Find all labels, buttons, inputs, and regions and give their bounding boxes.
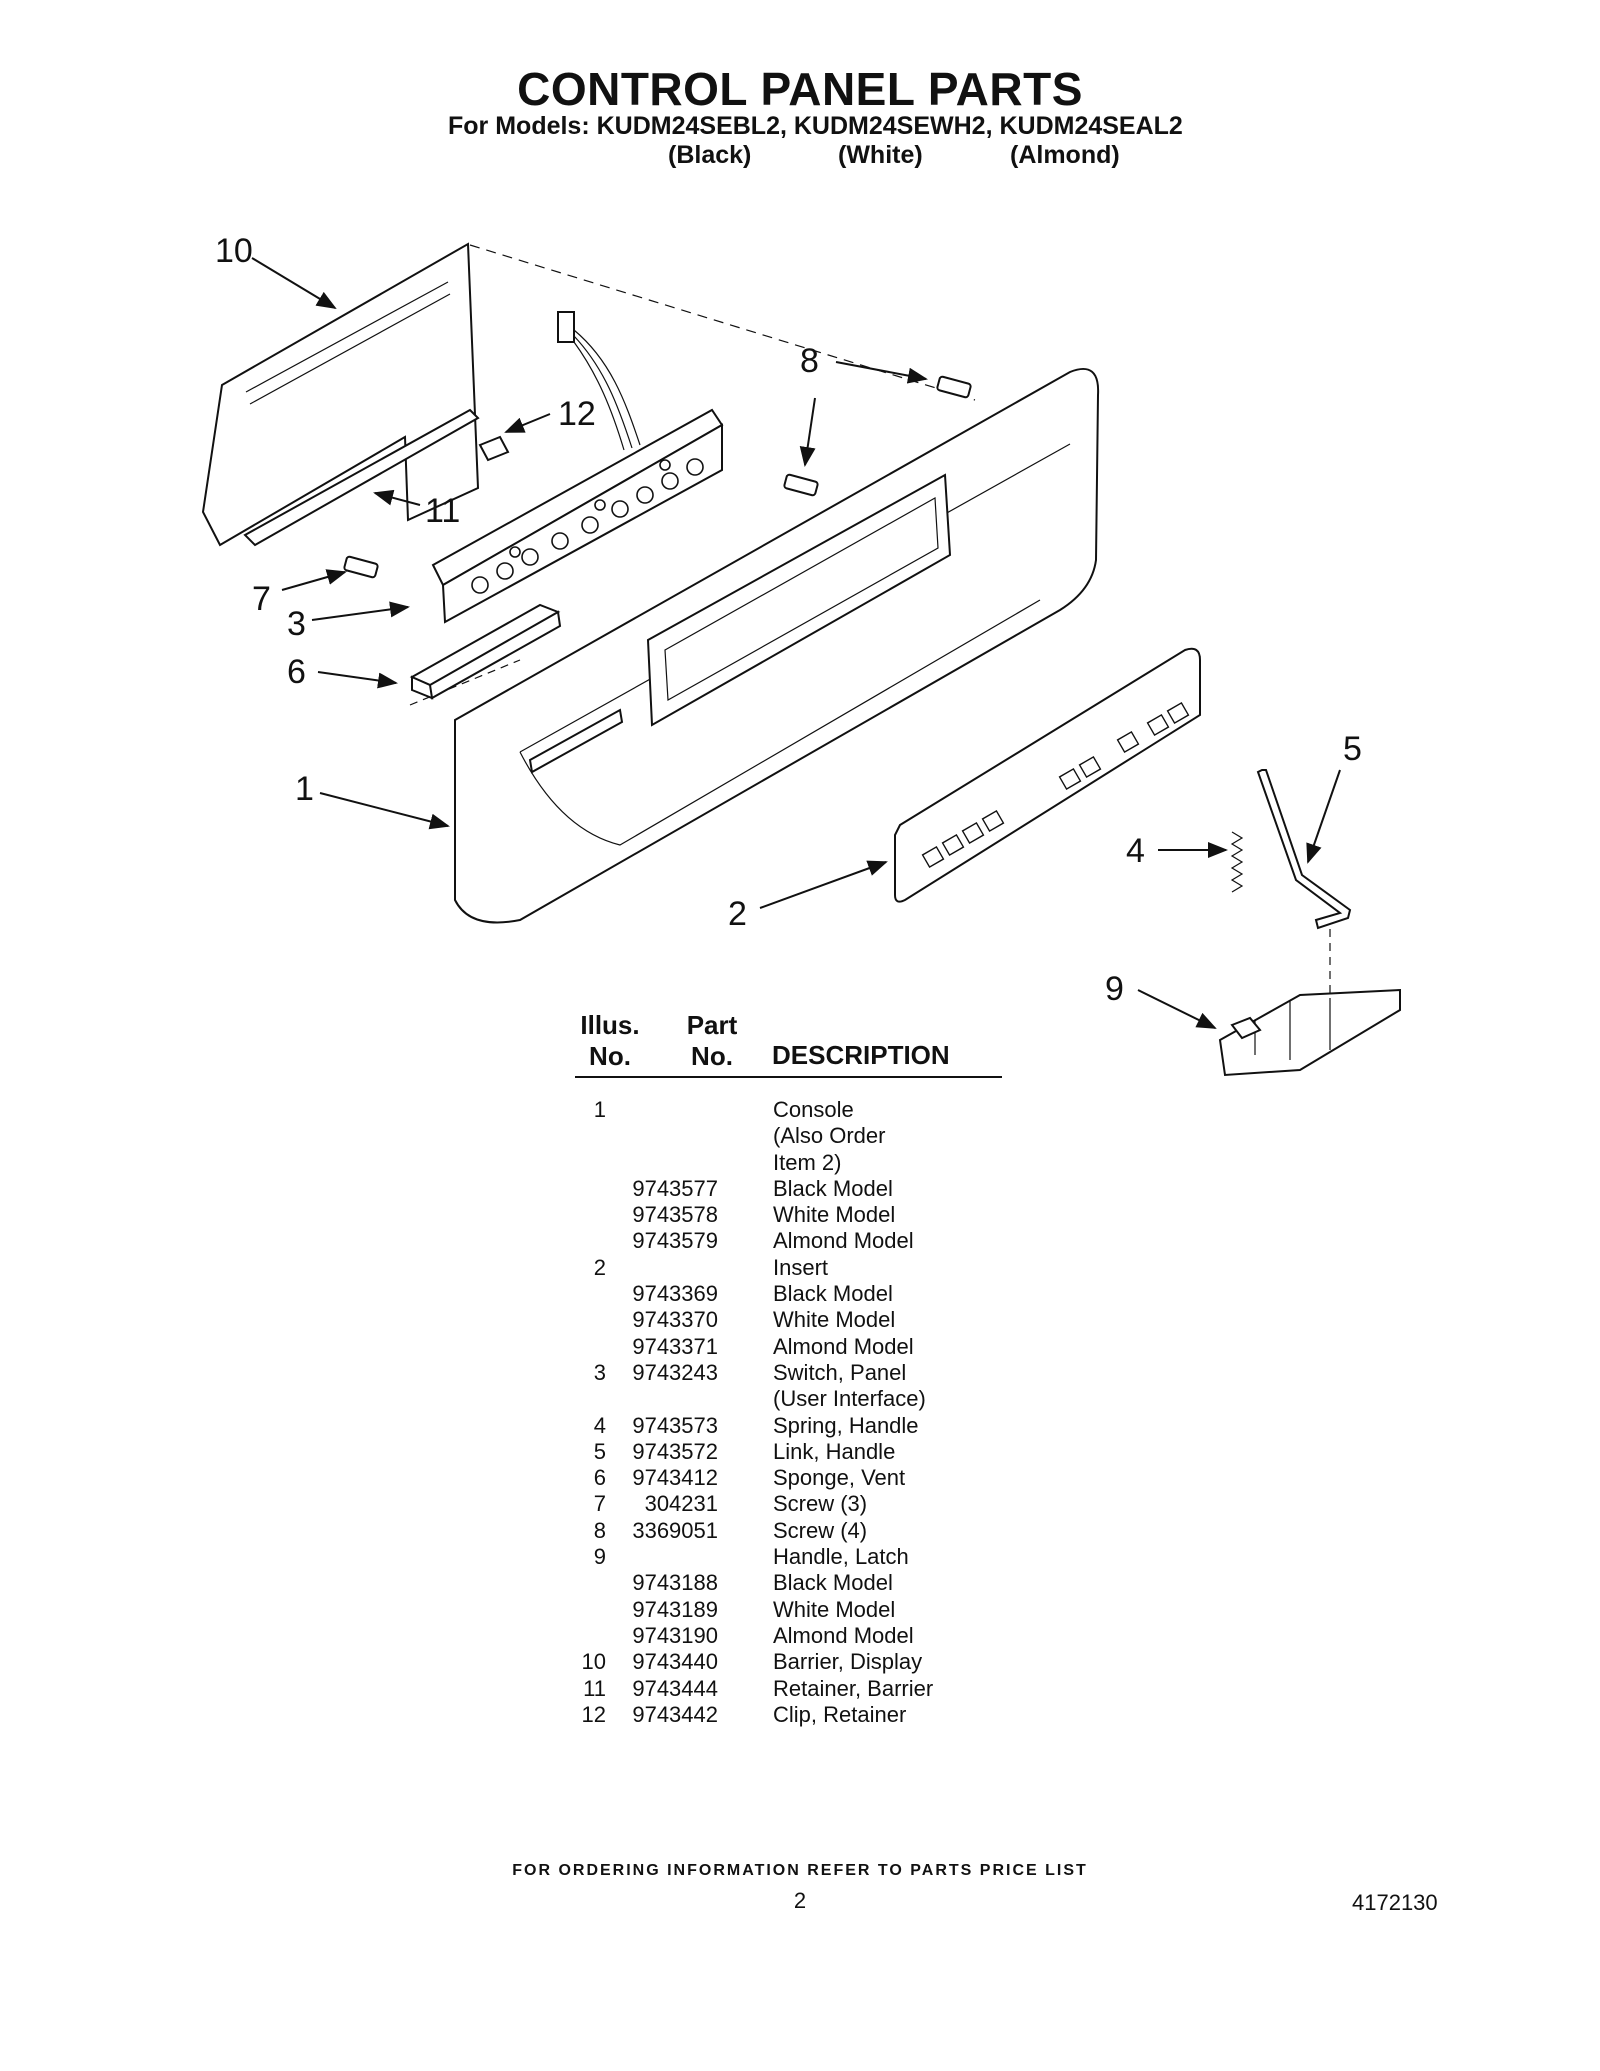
illus-no-cell: 2: [593, 1254, 606, 1280]
description-cell: Switch, Panel: [773, 1359, 907, 1385]
clip-retainer-part: [478, 435, 510, 462]
wire-harness-part: [557, 311, 641, 451]
header-illus: Illus. No.: [575, 1010, 645, 1072]
description-cell: (User Interface): [773, 1386, 926, 1412]
illus-no-cell: 1: [593, 1097, 606, 1122]
part-no-cell: 9743371: [632, 1333, 718, 1359]
description-cell: Clip, Retainer: [773, 1701, 907, 1727]
sponge-vent-part: [409, 603, 562, 700]
console-part: [454, 367, 1100, 924]
description-cell: Barrier, Display: [773, 1649, 923, 1675]
callout-10: 10: [215, 232, 253, 270]
description-cell: Retainer, Barrier: [773, 1675, 934, 1701]
insert-part: [894, 647, 1201, 903]
illus-no-cell: 3: [593, 1359, 606, 1385]
illus-no-cell: 9: [593, 1544, 606, 1570]
part-no-cell: 9743579: [632, 1228, 718, 1254]
part-no-cell: 304231: [644, 1491, 718, 1517]
ordering-note: FOR ORDERING INFORMATION REFER TO PARTS …: [512, 1862, 1088, 1879]
illus-no-cell: 5: [593, 1438, 606, 1464]
handle-latch-part: [1218, 988, 1401, 1077]
color-almond: (Almond): [1010, 141, 1120, 169]
part-no-cell: 9743444: [632, 1675, 718, 1701]
part-no-cell: 9743189: [632, 1596, 718, 1622]
description-cell: Link, Handle: [773, 1438, 896, 1464]
callout-5: 5: [1343, 730, 1362, 768]
header-part-bottom: No.: [691, 1041, 733, 1071]
header-illus-bottom: No.: [589, 1041, 631, 1071]
description-cell: White Model: [773, 1596, 896, 1622]
description-cell: (Also Order: [773, 1123, 886, 1149]
description-cell: Handle, Latch: [773, 1544, 909, 1570]
description-cell: Sponge, Vent: [773, 1465, 906, 1491]
part-no-cell: 9743188: [632, 1570, 718, 1596]
description-cell: Console: [773, 1097, 854, 1122]
illus-no-cell: 7: [593, 1491, 606, 1517]
callout-11: 11: [425, 492, 460, 530]
description-cell: Almond Model: [773, 1228, 914, 1254]
link-handle-part: [1256, 769, 1352, 930]
header-description: DESCRIPTION: [772, 1040, 950, 1070]
callout-9: 9: [1105, 970, 1124, 1008]
spring-handle-part: [1230, 831, 1244, 893]
user-interface-board-part: [431, 408, 724, 624]
color-black: (Black): [668, 141, 752, 169]
description-cell: Black Model: [773, 1570, 893, 1596]
description-cell: Screw (3): [773, 1491, 868, 1517]
illus-no-cell: 4: [593, 1412, 606, 1438]
color-white: (White): [838, 141, 923, 169]
part-no-cell: 9743370: [632, 1307, 718, 1333]
illus-no-cell: 6: [593, 1465, 606, 1491]
description-cell: Almond Model: [773, 1333, 914, 1359]
part-no-cell: 3369051: [632, 1517, 718, 1543]
header-rule: [575, 1076, 1002, 1078]
part-no-cell: 9743440: [632, 1649, 718, 1675]
description-cell: Item 2): [773, 1149, 842, 1175]
illus-no-cell: 8: [593, 1517, 606, 1543]
part-no-cell: 9743442: [632, 1701, 718, 1727]
barrier-display-part: [201, 242, 480, 547]
illus-no-cell: 10: [581, 1649, 606, 1675]
leader-lines: [251, 257, 1341, 1029]
callout-3: 3: [287, 605, 306, 643]
retainer-barrier-part: [243, 408, 480, 547]
screw-7-part: [343, 555, 379, 579]
part-no-cell: 9743412: [632, 1465, 718, 1491]
callout-8: 8: [800, 342, 819, 380]
callout-2: 2: [728, 895, 747, 933]
callout-labels: 10 12 8 11 7 3 6 5 1 4 2 9: [215, 232, 1362, 1008]
callout-4: 4: [1126, 832, 1145, 870]
callout-1: 1: [295, 770, 314, 808]
part-no-cell: 9743572: [632, 1438, 718, 1464]
header-illus-top: Illus.: [580, 1010, 640, 1040]
description-cell: White Model: [773, 1307, 896, 1333]
description-cell: Insert: [773, 1254, 829, 1280]
page-title: CONTROL PANEL PARTS: [517, 63, 1083, 115]
header-part-top: Part: [686, 1010, 738, 1040]
exploded-parts-diagram: 10 12 8 11 7 3 6 5 1 4 2 9: [201, 232, 1401, 1077]
screw-8-part: [783, 375, 972, 497]
illus-no-cell: 12: [581, 1701, 606, 1727]
description-cell: Screw (4): [773, 1517, 868, 1543]
description-cell: Spring, Handle: [773, 1412, 919, 1438]
description-cell: Almond Model: [773, 1622, 914, 1648]
header-part: Part No.: [672, 1010, 752, 1072]
models-line: For Models: KUDM24SEBL2, KUDM24SEWH2, KU…: [448, 112, 1183, 140]
part-no-cell: 9743243: [632, 1359, 718, 1385]
callout-6: 6: [287, 653, 306, 691]
callout-12: 12: [558, 395, 596, 433]
page-number: 2: [793, 1888, 807, 1913]
description-cell: Black Model: [773, 1281, 893, 1307]
description-cell: White Model: [773, 1202, 896, 1228]
part-no-cell: 9743577: [632, 1175, 718, 1201]
part-no-cell: 9743190: [632, 1622, 718, 1648]
callout-7: 7: [252, 580, 271, 618]
part-no-cell: 9743573: [632, 1412, 718, 1438]
illus-no-cell: 11: [583, 1675, 606, 1701]
document-number: 4172130: [1352, 1890, 1438, 1915]
part-no-cell: 9743578: [632, 1202, 718, 1228]
part-no-cell: 9743369: [632, 1281, 718, 1307]
description-cell: Black Model: [773, 1175, 893, 1201]
